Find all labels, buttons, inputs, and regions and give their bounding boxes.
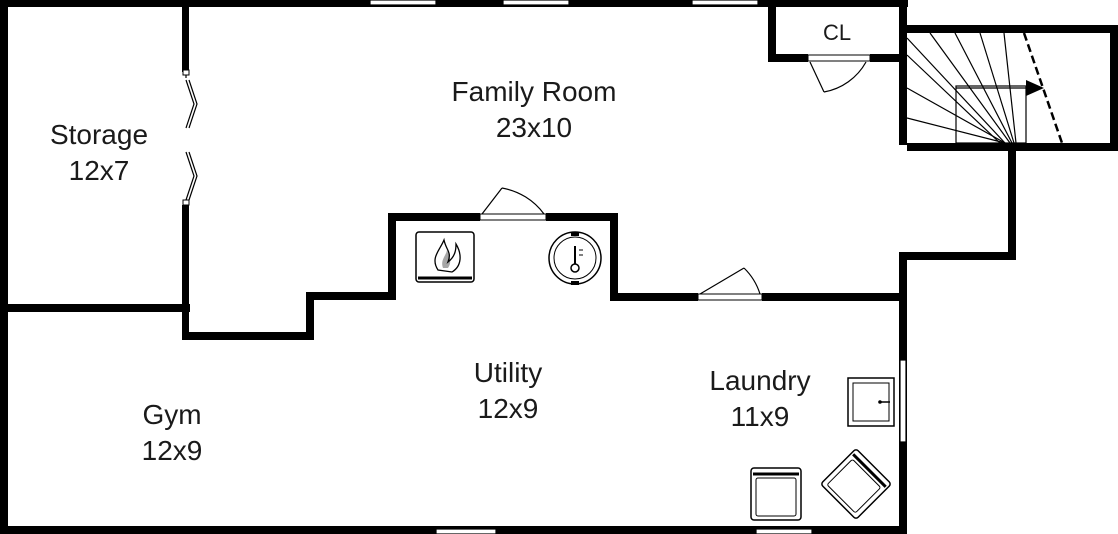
room-name-closet: CL xyxy=(823,20,851,45)
sink-icon xyxy=(847,377,895,427)
window-laundry-right xyxy=(899,359,907,443)
room-name-utility: Utility xyxy=(474,357,542,388)
window-top-1 xyxy=(369,0,437,6)
staircase-icon xyxy=(906,32,1064,144)
window-top-2 xyxy=(502,0,570,6)
room-name-family-room: Family Room xyxy=(452,76,617,107)
room-labels: Storage 12x7 Family Room 23x10 CL Gym 12… xyxy=(50,20,851,466)
door-laundry xyxy=(697,267,763,301)
room-name-storage: Storage xyxy=(50,119,148,150)
water-heater-thermometer-icon xyxy=(548,231,602,285)
washer-icon xyxy=(750,467,802,521)
room-dims-storage: 12x7 xyxy=(69,155,130,186)
bifold-door-storage xyxy=(182,69,198,206)
window-top-3 xyxy=(691,0,759,6)
door-closet xyxy=(807,54,871,93)
room-dims-utility: 12x9 xyxy=(478,393,539,424)
windows xyxy=(369,0,907,534)
door-mechanical xyxy=(479,187,547,221)
room-dims-laundry: 11x9 xyxy=(731,401,790,432)
furnace-flame-icon xyxy=(415,231,475,283)
interior-walls xyxy=(0,0,907,340)
room-dims-gym: 12x9 xyxy=(142,435,203,466)
window-bottom-1 xyxy=(435,528,497,534)
room-dims-family-room: 23x10 xyxy=(496,112,572,143)
dryer-icon xyxy=(821,449,891,519)
room-name-gym: Gym xyxy=(142,399,201,430)
room-name-laundry: Laundry xyxy=(709,365,810,396)
window-bottom-2 xyxy=(755,528,813,534)
